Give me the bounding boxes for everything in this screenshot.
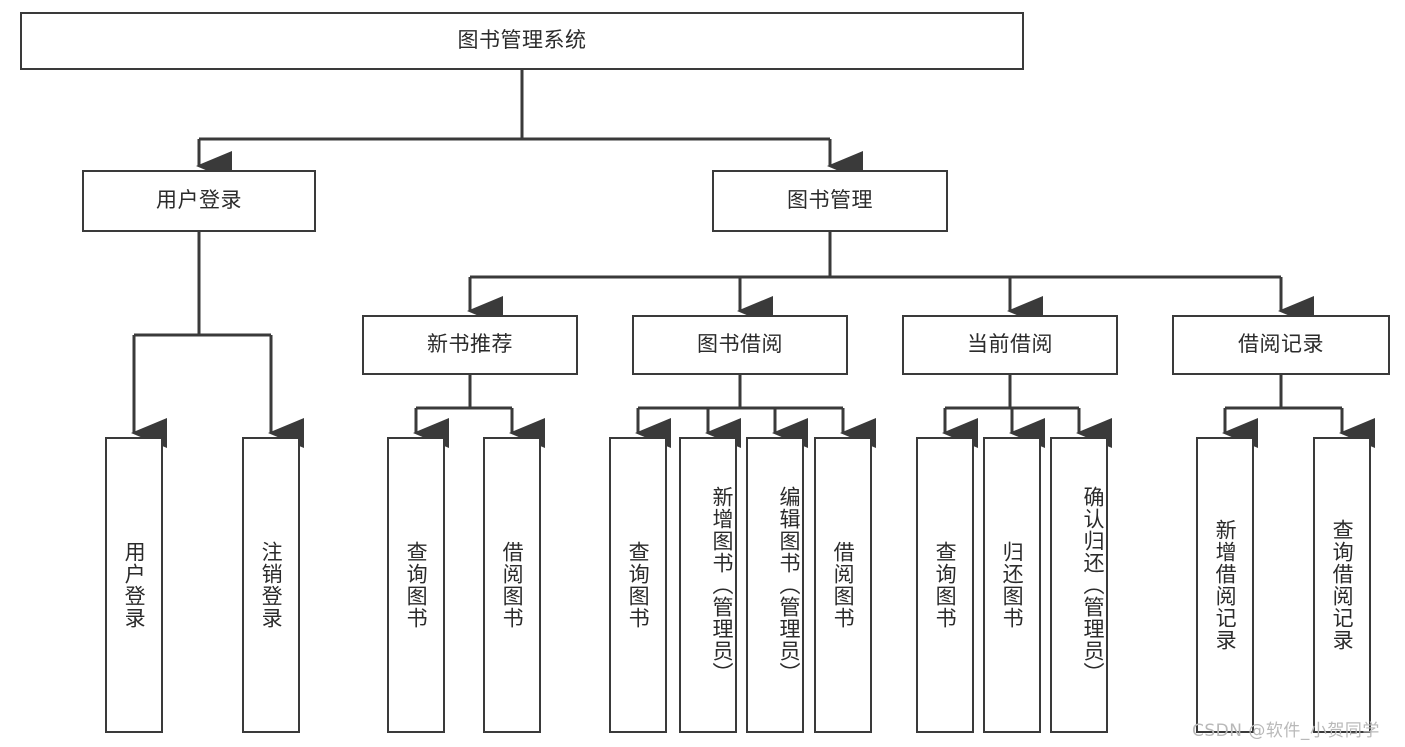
node-leaf-edit-book[interactable]: 编辑图书（管理员） — [746, 437, 804, 733]
node-user-login-label: 用户登录 — [156, 188, 242, 213]
node-leaf-logout-label: 注销登录 — [259, 541, 284, 629]
node-leaf-query-book-1-label: 查询图书 — [404, 541, 429, 629]
node-leaf-query-book-3[interactable]: 查询图书 — [916, 437, 974, 733]
node-leaf-borrow-book-1[interactable]: 借阅图书 — [483, 437, 541, 733]
node-leaf-query-book-3-label: 查询图书 — [933, 541, 958, 629]
node-leaf-query-book-2-label: 查询图书 — [626, 541, 651, 629]
node-leaf-return-book-label: 归还图书 — [1000, 541, 1025, 629]
node-root[interactable]: 图书管理系统 — [20, 12, 1024, 70]
node-leaf-query-record[interactable]: 查询借阅记录 — [1313, 437, 1371, 733]
node-current-borrow-label: 当前借阅 — [967, 332, 1053, 357]
node-leaf-add-book-label: 新增图书（管理员） — [710, 486, 734, 684]
node-root-label: 图书管理系统 — [457, 28, 587, 53]
node-leaf-add-record-label: 新增借阅记录 — [1213, 519, 1238, 651]
node-leaf-add-book[interactable]: 新增图书（管理员） — [679, 437, 737, 733]
node-leaf-confirm-return[interactable]: 确认归还（管理员） — [1050, 437, 1108, 733]
node-leaf-edit-book-label: 编辑图书（管理员） — [777, 486, 801, 684]
node-borrow-record[interactable]: 借阅记录 — [1172, 315, 1390, 375]
node-book-manage-label: 图书管理 — [787, 188, 873, 213]
node-leaf-query-book-2[interactable]: 查询图书 — [609, 437, 667, 733]
node-current-borrow[interactable]: 当前借阅 — [902, 315, 1118, 375]
node-leaf-confirm-return-label: 确认归还（管理员） — [1081, 486, 1105, 684]
node-book-borrow[interactable]: 图书借阅 — [632, 315, 848, 375]
node-leaf-logout[interactable]: 注销登录 — [242, 437, 300, 733]
watermark: CSDN @软件_小贺同学 — [1192, 721, 1380, 741]
node-borrow-record-label: 借阅记录 — [1238, 332, 1324, 357]
node-book-manage[interactable]: 图书管理 — [712, 170, 948, 232]
node-leaf-user-login-label: 用户登录 — [122, 541, 147, 629]
node-leaf-query-book-1[interactable]: 查询图书 — [387, 437, 445, 733]
node-leaf-borrow-book-2-label: 借阅图书 — [831, 541, 856, 629]
node-leaf-query-record-label: 查询借阅记录 — [1330, 519, 1355, 651]
node-leaf-add-record[interactable]: 新增借阅记录 — [1196, 437, 1254, 733]
node-book-borrow-label: 图书借阅 — [697, 332, 783, 357]
node-leaf-user-login[interactable]: 用户登录 — [105, 437, 163, 733]
node-leaf-borrow-book-2[interactable]: 借阅图书 — [814, 437, 872, 733]
node-leaf-return-book[interactable]: 归还图书 — [983, 437, 1041, 733]
node-new-book-rec-label: 新书推荐 — [427, 332, 513, 357]
node-user-login[interactable]: 用户登录 — [82, 170, 316, 232]
node-new-book-rec[interactable]: 新书推荐 — [362, 315, 578, 375]
node-leaf-borrow-book-1-label: 借阅图书 — [500, 541, 525, 629]
